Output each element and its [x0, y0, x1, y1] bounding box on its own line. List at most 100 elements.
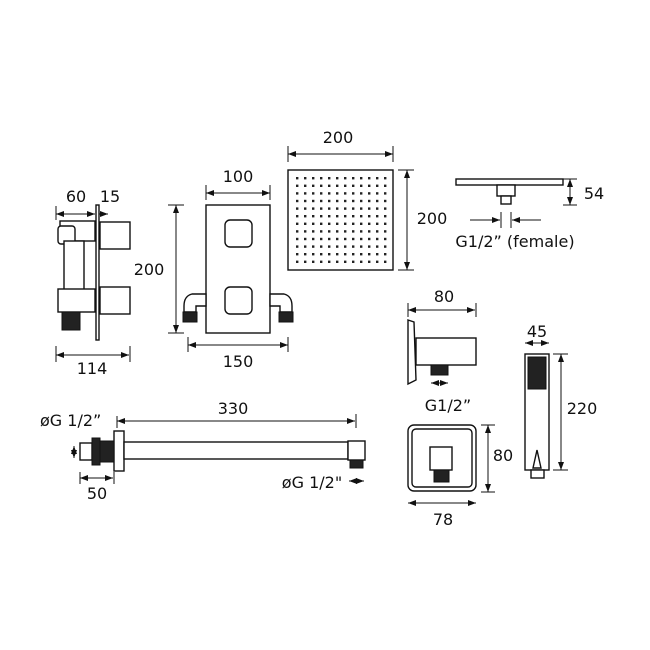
nozzle-dot: [360, 245, 363, 248]
nozzle-dot: [376, 253, 379, 256]
nozzle-dot: [360, 192, 363, 195]
nozzle-dot: [376, 230, 379, 233]
nozzle-dot: [344, 222, 347, 225]
nozzle-dot: [368, 237, 371, 241]
nozzle-dot: [384, 230, 387, 233]
nozzle-dot: [312, 184, 315, 187]
nozzle-dot: [344, 199, 347, 203]
nozzle-dot: [296, 237, 299, 241]
nozzle-dot: [304, 253, 307, 256]
wall-outlet-side-view: 80 G1/2”: [407, 287, 477, 415]
nozzle-dot: [368, 245, 371, 248]
nozzle-dot: [320, 245, 323, 248]
valve-depth-label: 60: [66, 187, 86, 206]
shower-arm: 330 øG 1/2” 50 øG 1/2": [40, 399, 366, 503]
nozzle-dot: [336, 207, 339, 210]
nozzle-dot: [384, 222, 387, 225]
nozzle-dot: [336, 222, 339, 225]
nozzle-dot: [352, 192, 355, 195]
wall-outlet-front-view: 80 78: [407, 424, 513, 529]
nozzle-dot: [368, 177, 371, 180]
nozzle-dot: [352, 177, 355, 180]
nozzle-dot: [296, 253, 299, 256]
nozzle-dot: [304, 230, 307, 233]
valve-width-label: 100: [223, 167, 254, 186]
nozzle-dot: [368, 260, 371, 263]
nozzle-dot: [360, 207, 363, 210]
nozzle-dot: [344, 230, 347, 233]
square-shower-head: 200 200: [287, 128, 447, 271]
outlet-width-label: 78: [433, 510, 453, 529]
valve-front-view: 100 200 150: [134, 167, 294, 371]
nozzle-dot: [368, 230, 371, 233]
nozzle-dot: [384, 253, 387, 256]
nozzle-dot: [328, 253, 331, 256]
arm-length-label: 330: [218, 399, 249, 418]
nozzle-dot: [360, 260, 363, 263]
nozzle-dot: [360, 237, 363, 241]
arm-wall-depth-label: 50: [87, 484, 107, 503]
nozzle-dot: [384, 207, 387, 210]
nozzle-dot: [312, 222, 315, 225]
valve-side-view: 60 15 114: [55, 187, 131, 378]
nozzle-dot: [296, 199, 299, 203]
nozzle-dot: [352, 199, 355, 203]
nozzle-dot: [376, 199, 379, 203]
nozzle-dot: [328, 222, 331, 225]
nozzle-dot: [304, 245, 307, 248]
nozzle-dot: [296, 207, 299, 210]
head-depth-label: 54: [584, 184, 604, 203]
nozzle-dot: [360, 253, 363, 256]
nozzle-dot: [328, 177, 331, 180]
nozzle-dot: [352, 253, 355, 256]
nozzle-dot: [320, 177, 323, 180]
nozzle-dot: [336, 253, 339, 256]
nozzle-dot: [376, 245, 379, 248]
nozzle-dot: [296, 215, 299, 218]
nozzle-dot: [360, 215, 363, 218]
nozzle-dot: [296, 260, 299, 263]
nozzle-dot: [368, 199, 371, 203]
valve-height-label: 200: [134, 260, 165, 279]
outlet-height-label: 80: [493, 446, 513, 465]
nozzle-dot: [336, 215, 339, 218]
nozzle-dot: [312, 260, 315, 263]
nozzle-dot: [304, 215, 307, 218]
valve-plate-label: 15: [100, 187, 120, 206]
nozzle-dot: [368, 253, 371, 256]
nozzle-dot: [368, 184, 371, 187]
nozzle-dot: [304, 260, 307, 263]
nozzle-dot: [320, 222, 323, 225]
nozzle-dot: [376, 222, 379, 225]
nozzle-dot: [384, 199, 387, 203]
outlet-projection-label: 80: [434, 287, 454, 306]
nozzle-dot: [352, 215, 355, 218]
nozzle-dot: [344, 215, 347, 218]
nozzle-dot: [312, 207, 315, 210]
nozzle-dot: [328, 192, 331, 195]
nozzle-dot: [336, 199, 339, 203]
nozzle-dot: [384, 177, 387, 180]
nozzle-dot: [312, 230, 315, 233]
nozzle-dot: [328, 237, 331, 241]
nozzle-dot: [376, 177, 379, 180]
nozzle-dot: [360, 177, 363, 180]
nozzle-dot: [360, 222, 363, 225]
nozzle-dot: [376, 237, 379, 241]
handset-width-label: 45: [527, 322, 547, 341]
nozzle-dot: [344, 207, 347, 210]
nozzle-dot: [320, 184, 323, 187]
nozzle-dot: [376, 207, 379, 210]
nozzle-dot: [344, 177, 347, 180]
nozzle-dot: [304, 184, 307, 187]
nozzle-dot: [352, 184, 355, 187]
nozzle-dot: [384, 184, 387, 187]
nozzle-dot: [344, 245, 347, 248]
nozzle-dot: [320, 192, 323, 195]
handset: 45 220: [524, 322, 597, 479]
nozzle-dot: [376, 260, 379, 263]
nozzle-dot: [384, 215, 387, 218]
nozzle-dot: [336, 237, 339, 241]
nozzle-dot: [344, 192, 347, 195]
nozzle-dot: [320, 260, 323, 263]
